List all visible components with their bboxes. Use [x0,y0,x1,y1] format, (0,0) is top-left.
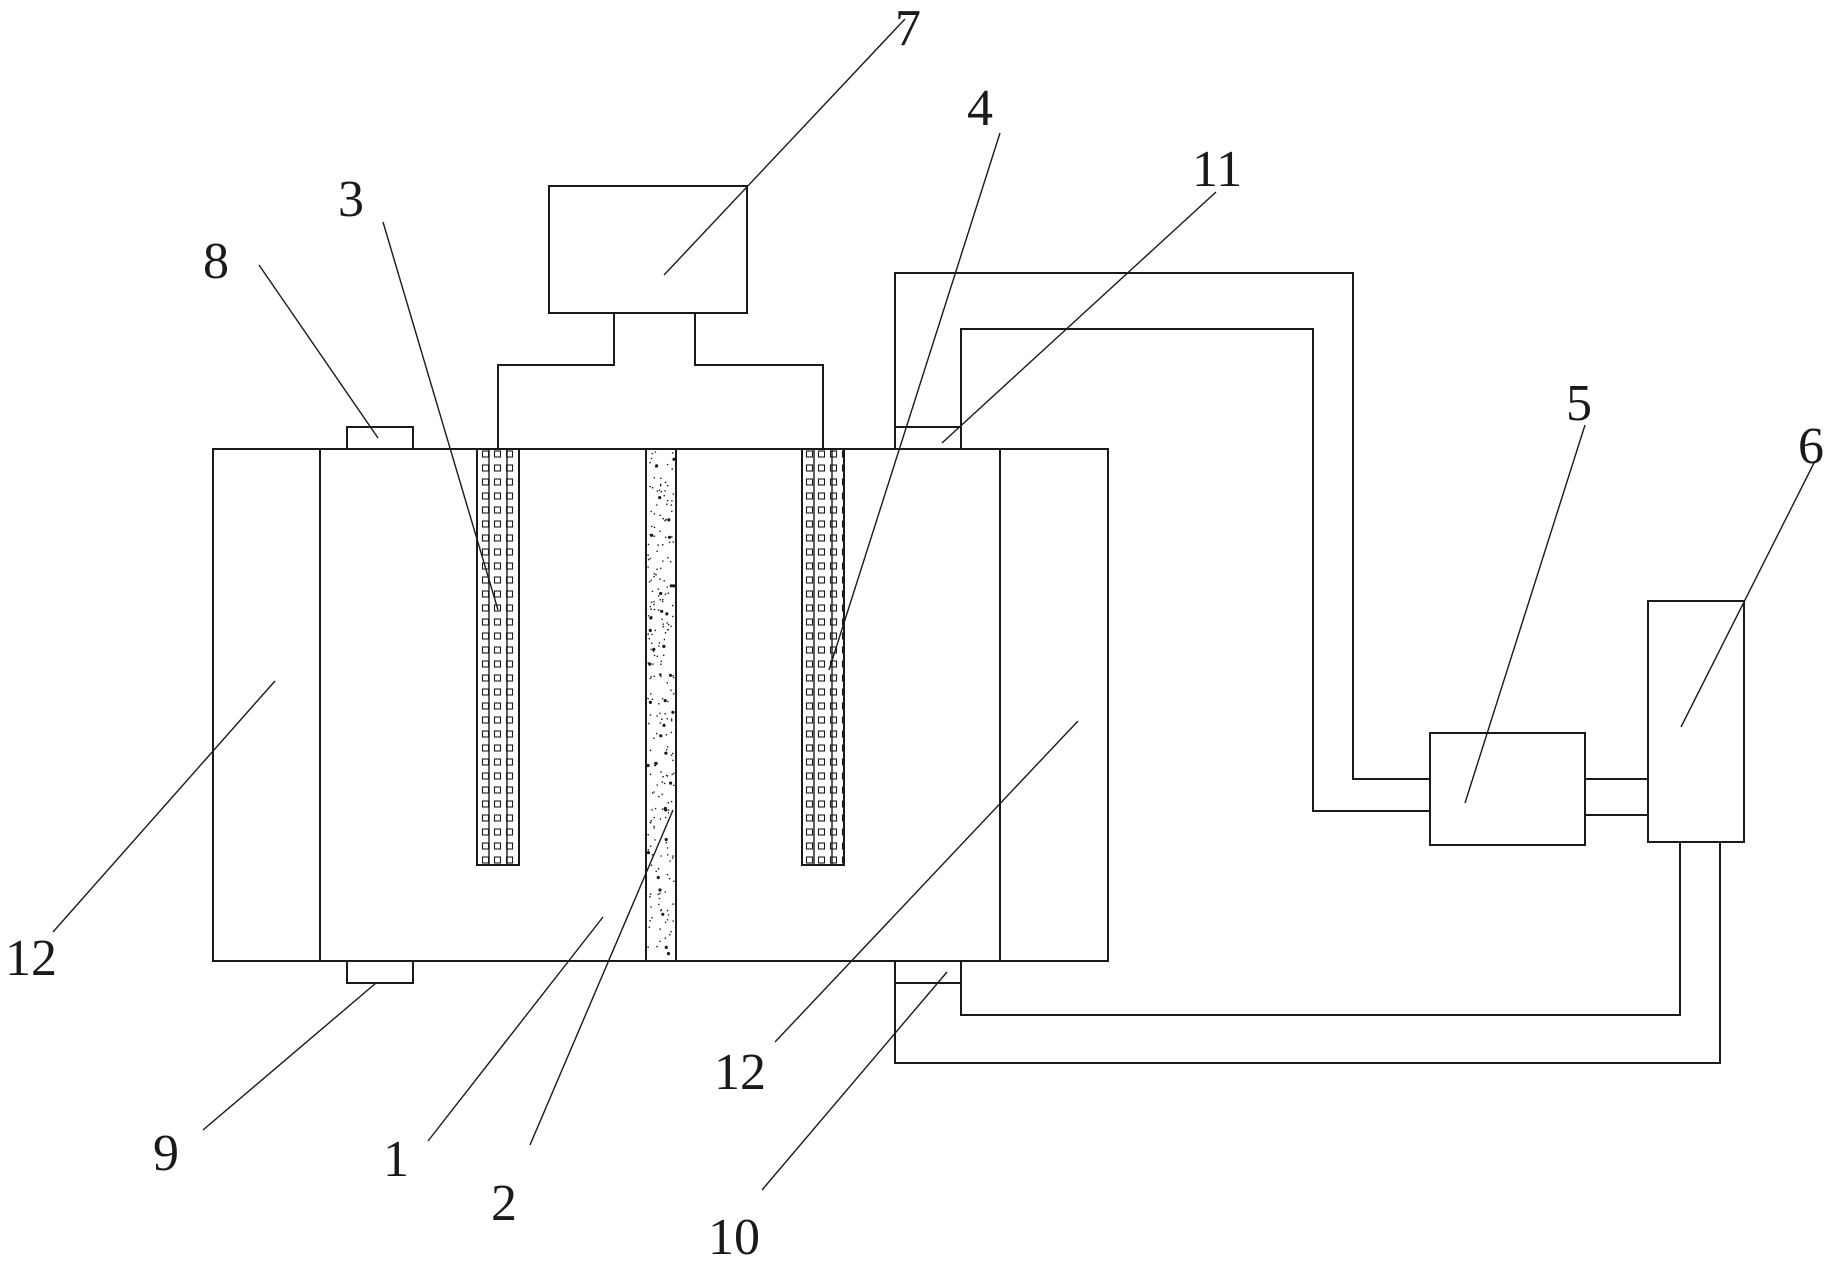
storage-tank [1647,600,1745,843]
label-6: 6 [1798,418,1824,475]
label-10: 10 [708,1209,760,1262]
label-7: 7 [895,0,921,57]
pipe-inner-top [960,328,1430,812]
membrane-speckle [646,451,676,956]
inlet-port-top [346,426,414,450]
pipe-tank-bottom-return [894,842,1721,1064]
pipe-outer-top [894,272,1430,780]
wire-right [694,313,824,449]
label-4: 4 [967,80,993,137]
membrane [645,448,677,962]
pipe-pump-to-tank-upper [1585,601,1649,780]
label-2: 2 [491,1175,517,1232]
callout-labels: 7 4 11 3 8 5 6 12 12 9 1 2 10 [5,0,1824,1262]
label-11: 11 [1192,141,1242,198]
label-3: 3 [338,171,364,228]
label-12-right: 12 [714,1044,766,1101]
label-5: 5 [1566,375,1592,432]
pump [1429,732,1586,846]
electrode-left [476,448,520,866]
label-9: 9 [153,1125,179,1182]
outlet-port-bottom [346,960,414,984]
label-12-left: 12 [5,930,57,987]
label-1: 1 [383,1131,409,1188]
label-8: 8 [203,233,229,290]
electrode-right [801,448,845,866]
power-supply [497,185,824,449]
wire-left [497,313,615,449]
circulation-inlet-port [894,960,962,984]
circulation-outlet-port [894,426,962,450]
leader-lines [52,18,1816,1191]
